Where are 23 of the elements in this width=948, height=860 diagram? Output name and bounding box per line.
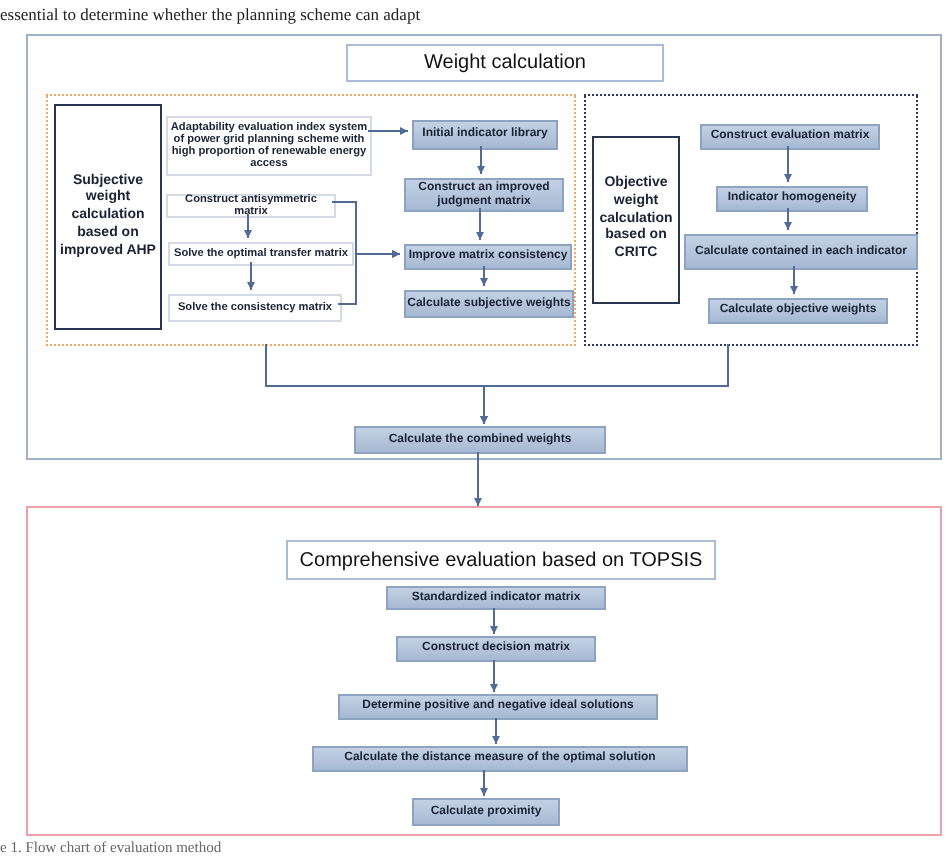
arrow xyxy=(784,207,792,231)
arrow xyxy=(490,659,498,693)
heading-box: Comprehensive evaluation based on TOPSIS xyxy=(286,540,716,580)
panel xyxy=(26,506,942,836)
panel xyxy=(26,34,942,460)
arrow xyxy=(784,145,792,183)
arrow xyxy=(790,265,798,295)
group-panel xyxy=(46,94,576,346)
arrow xyxy=(337,250,401,305)
arrow xyxy=(477,145,485,175)
arrow xyxy=(480,769,488,797)
heading-box: Weight calculation xyxy=(346,44,664,82)
arrow xyxy=(492,717,500,745)
arrow xyxy=(474,451,482,507)
arrow xyxy=(247,261,255,291)
arrow xyxy=(480,343,729,425)
arrow xyxy=(480,265,488,287)
text-fragment: essential to determine whether the planning scheme can adapt xyxy=(0,4,421,24)
arrow xyxy=(490,607,498,635)
arrow xyxy=(244,213,252,239)
group-panel xyxy=(584,94,918,346)
arrow xyxy=(367,127,409,135)
arrow xyxy=(476,207,484,241)
